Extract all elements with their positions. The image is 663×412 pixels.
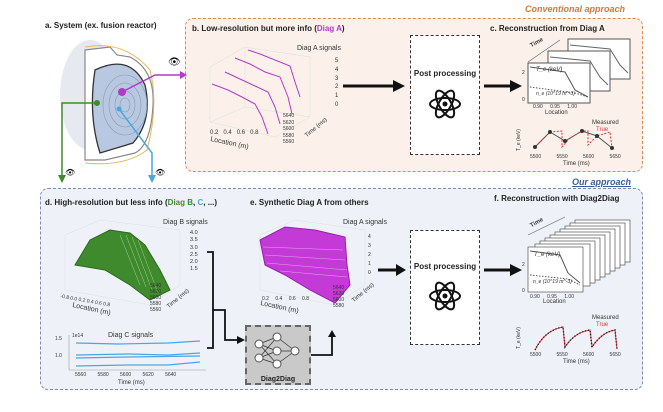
panel-a-title: a. System (ex. fusion reactor) bbox=[45, 21, 157, 30]
legend-true: True bbox=[596, 322, 609, 328]
ts-xticks-f: 5500 5550 5600 5650 bbox=[530, 352, 621, 358]
ytick: 1.0 bbox=[55, 353, 62, 359]
reconstruction-profiles-c bbox=[527, 38, 631, 150]
ytick: 2 bbox=[522, 70, 525, 76]
f-xlabel: Location bbox=[543, 299, 566, 305]
diag-b-3d-plot bbox=[64, 219, 181, 306]
atom-icon bbox=[429, 89, 461, 119]
legend-true: True bbox=[596, 127, 609, 133]
ts-xlabel-c: Time (ms) bbox=[563, 161, 590, 167]
ts-ylabel-c: T_e (keV) bbox=[515, 129, 522, 151]
diag2diag-model: Diag2Diag bbox=[245, 325, 311, 385]
te-label-f: T_e (keV) bbox=[534, 252, 561, 258]
model-output-arrow bbox=[311, 330, 336, 356]
ytick: 1.5 bbox=[55, 336, 62, 342]
diag2diag-label: Diag2Diag bbox=[260, 376, 296, 383]
diag-a-xticks: 0.2 0.4 0.6 0.8 bbox=[210, 130, 259, 136]
diag-c-xticks: 5560 5580 5600 5620 5640 bbox=[75, 372, 177, 378]
post-processing-label: Post processing bbox=[413, 69, 477, 79]
te-label-c: T_e (keV) bbox=[536, 67, 563, 73]
diag-a-3d-plot bbox=[209, 46, 311, 138]
legend-measured: Measured bbox=[592, 315, 619, 321]
diag-a-plot-title: Diag A signals bbox=[297, 45, 341, 52]
c-xticks: 0.90 0.95 1.00 bbox=[533, 104, 577, 110]
f-xticks: 0.90 0.95 1.00 bbox=[530, 294, 574, 300]
synthetic-diag-a-plot-title: Diag A signals bbox=[343, 219, 387, 226]
arrow-right bbox=[484, 80, 522, 92]
panel-c-title: c. Reconstruction from Diag A bbox=[490, 24, 605, 33]
diag-c-xlabel: Time (ms) bbox=[118, 380, 145, 386]
c-xlabel: Location bbox=[545, 110, 568, 116]
conventional-approach-label: Conventional approach bbox=[525, 4, 626, 14]
diag-c-plot bbox=[68, 335, 206, 371]
post-processing-box-top: Post processing bbox=[410, 35, 480, 155]
ts-ylabel-f: T_e (keV) bbox=[515, 327, 522, 349]
diag-c-plot-title: Diag C signals bbox=[108, 332, 154, 339]
eye-icon: 👁 bbox=[155, 168, 165, 177]
ts-xticks-c: 5500 5550 5600 5650 bbox=[530, 154, 621, 160]
synthetic-xticks: 0.2 0.4 0.6 0.8 bbox=[262, 296, 309, 302]
ts-xlabel-f: Time (ms) bbox=[563, 359, 590, 365]
post-processing-box-bottom: Post processing bbox=[410, 230, 480, 345]
legend-measured: Measured bbox=[592, 120, 619, 126]
synthetic-diag-a-3d-plot bbox=[259, 219, 366, 306]
neural-network-icon bbox=[254, 332, 300, 369]
diag-c-scale: 1e14 bbox=[72, 333, 84, 339]
post-processing-label: Post processing bbox=[413, 261, 477, 271]
panel-b-title: b. Low-resolution but more info (Diag A) bbox=[192, 24, 345, 33]
panel-d-title: d. High-resolution but less info (Diag B… bbox=[45, 198, 218, 207]
ne-label-c: n_e (10^19 m^-3) bbox=[536, 91, 575, 97]
arrow-right bbox=[484, 264, 522, 276]
diag-b-plot-title: Diag B signals bbox=[163, 219, 208, 226]
ytick: 0 bbox=[522, 288, 525, 294]
atom-icon bbox=[429, 281, 461, 311]
panel-f-title: f. Reconstruction with Diag2Diag bbox=[494, 194, 620, 203]
our-approach-label: Our approach bbox=[572, 177, 632, 187]
ytick: 2 bbox=[522, 262, 525, 268]
reconstruction-profiles-f bbox=[527, 216, 631, 351]
arrow-right bbox=[378, 264, 406, 276]
tokamak-cross-section: 👁 👁 👁 bbox=[58, 40, 187, 183]
arrow-right bbox=[343, 80, 405, 92]
eye-icon: 👁 bbox=[65, 168, 75, 177]
ne-label-f: n_e (10^19 m^-3) bbox=[533, 279, 572, 285]
panel-e-title: e. Synthetic Diag A from others bbox=[250, 198, 369, 207]
eye-icon: 👁 bbox=[168, 57, 181, 68]
merge-arrow bbox=[207, 251, 245, 349]
ytick: 0 bbox=[522, 97, 525, 103]
